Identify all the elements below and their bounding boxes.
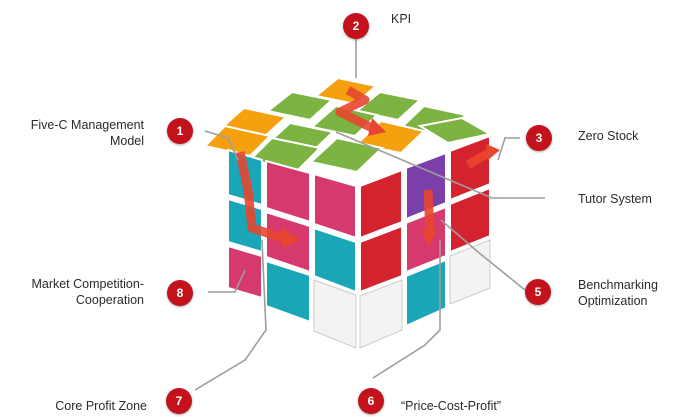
- label-tutor-system: Tutor System: [578, 192, 652, 206]
- label-price-cost-profit: “Price-Cost-Profit”: [401, 399, 502, 413]
- badge-6: 6: [358, 388, 384, 414]
- arrow-heads: [282, 118, 500, 248]
- badge-8: 8: [167, 280, 193, 306]
- badge-5: 5: [525, 279, 551, 305]
- label-zero-stock: Zero Stock: [578, 129, 639, 143]
- process-arrows: [235, 86, 493, 243]
- badge-2: 2: [343, 13, 369, 39]
- badge-7: 7: [166, 388, 192, 414]
- cube-left-face: [227, 148, 357, 349]
- label-five-c-management-model: Five-C Management Model: [30, 118, 144, 148]
- label-benchmarking-optimization: Benchmarking Optimization: [578, 278, 658, 308]
- label-kpi: KPI: [391, 12, 412, 26]
- leader-lines: [194, 39, 545, 391]
- label-core-profit-zone: Core Profit Zone: [55, 399, 147, 413]
- badge-3: 3: [526, 125, 552, 151]
- badge-1: 1: [167, 118, 193, 144]
- label-market-competition-cooperation: Market Competition- Cooperation: [31, 277, 144, 307]
